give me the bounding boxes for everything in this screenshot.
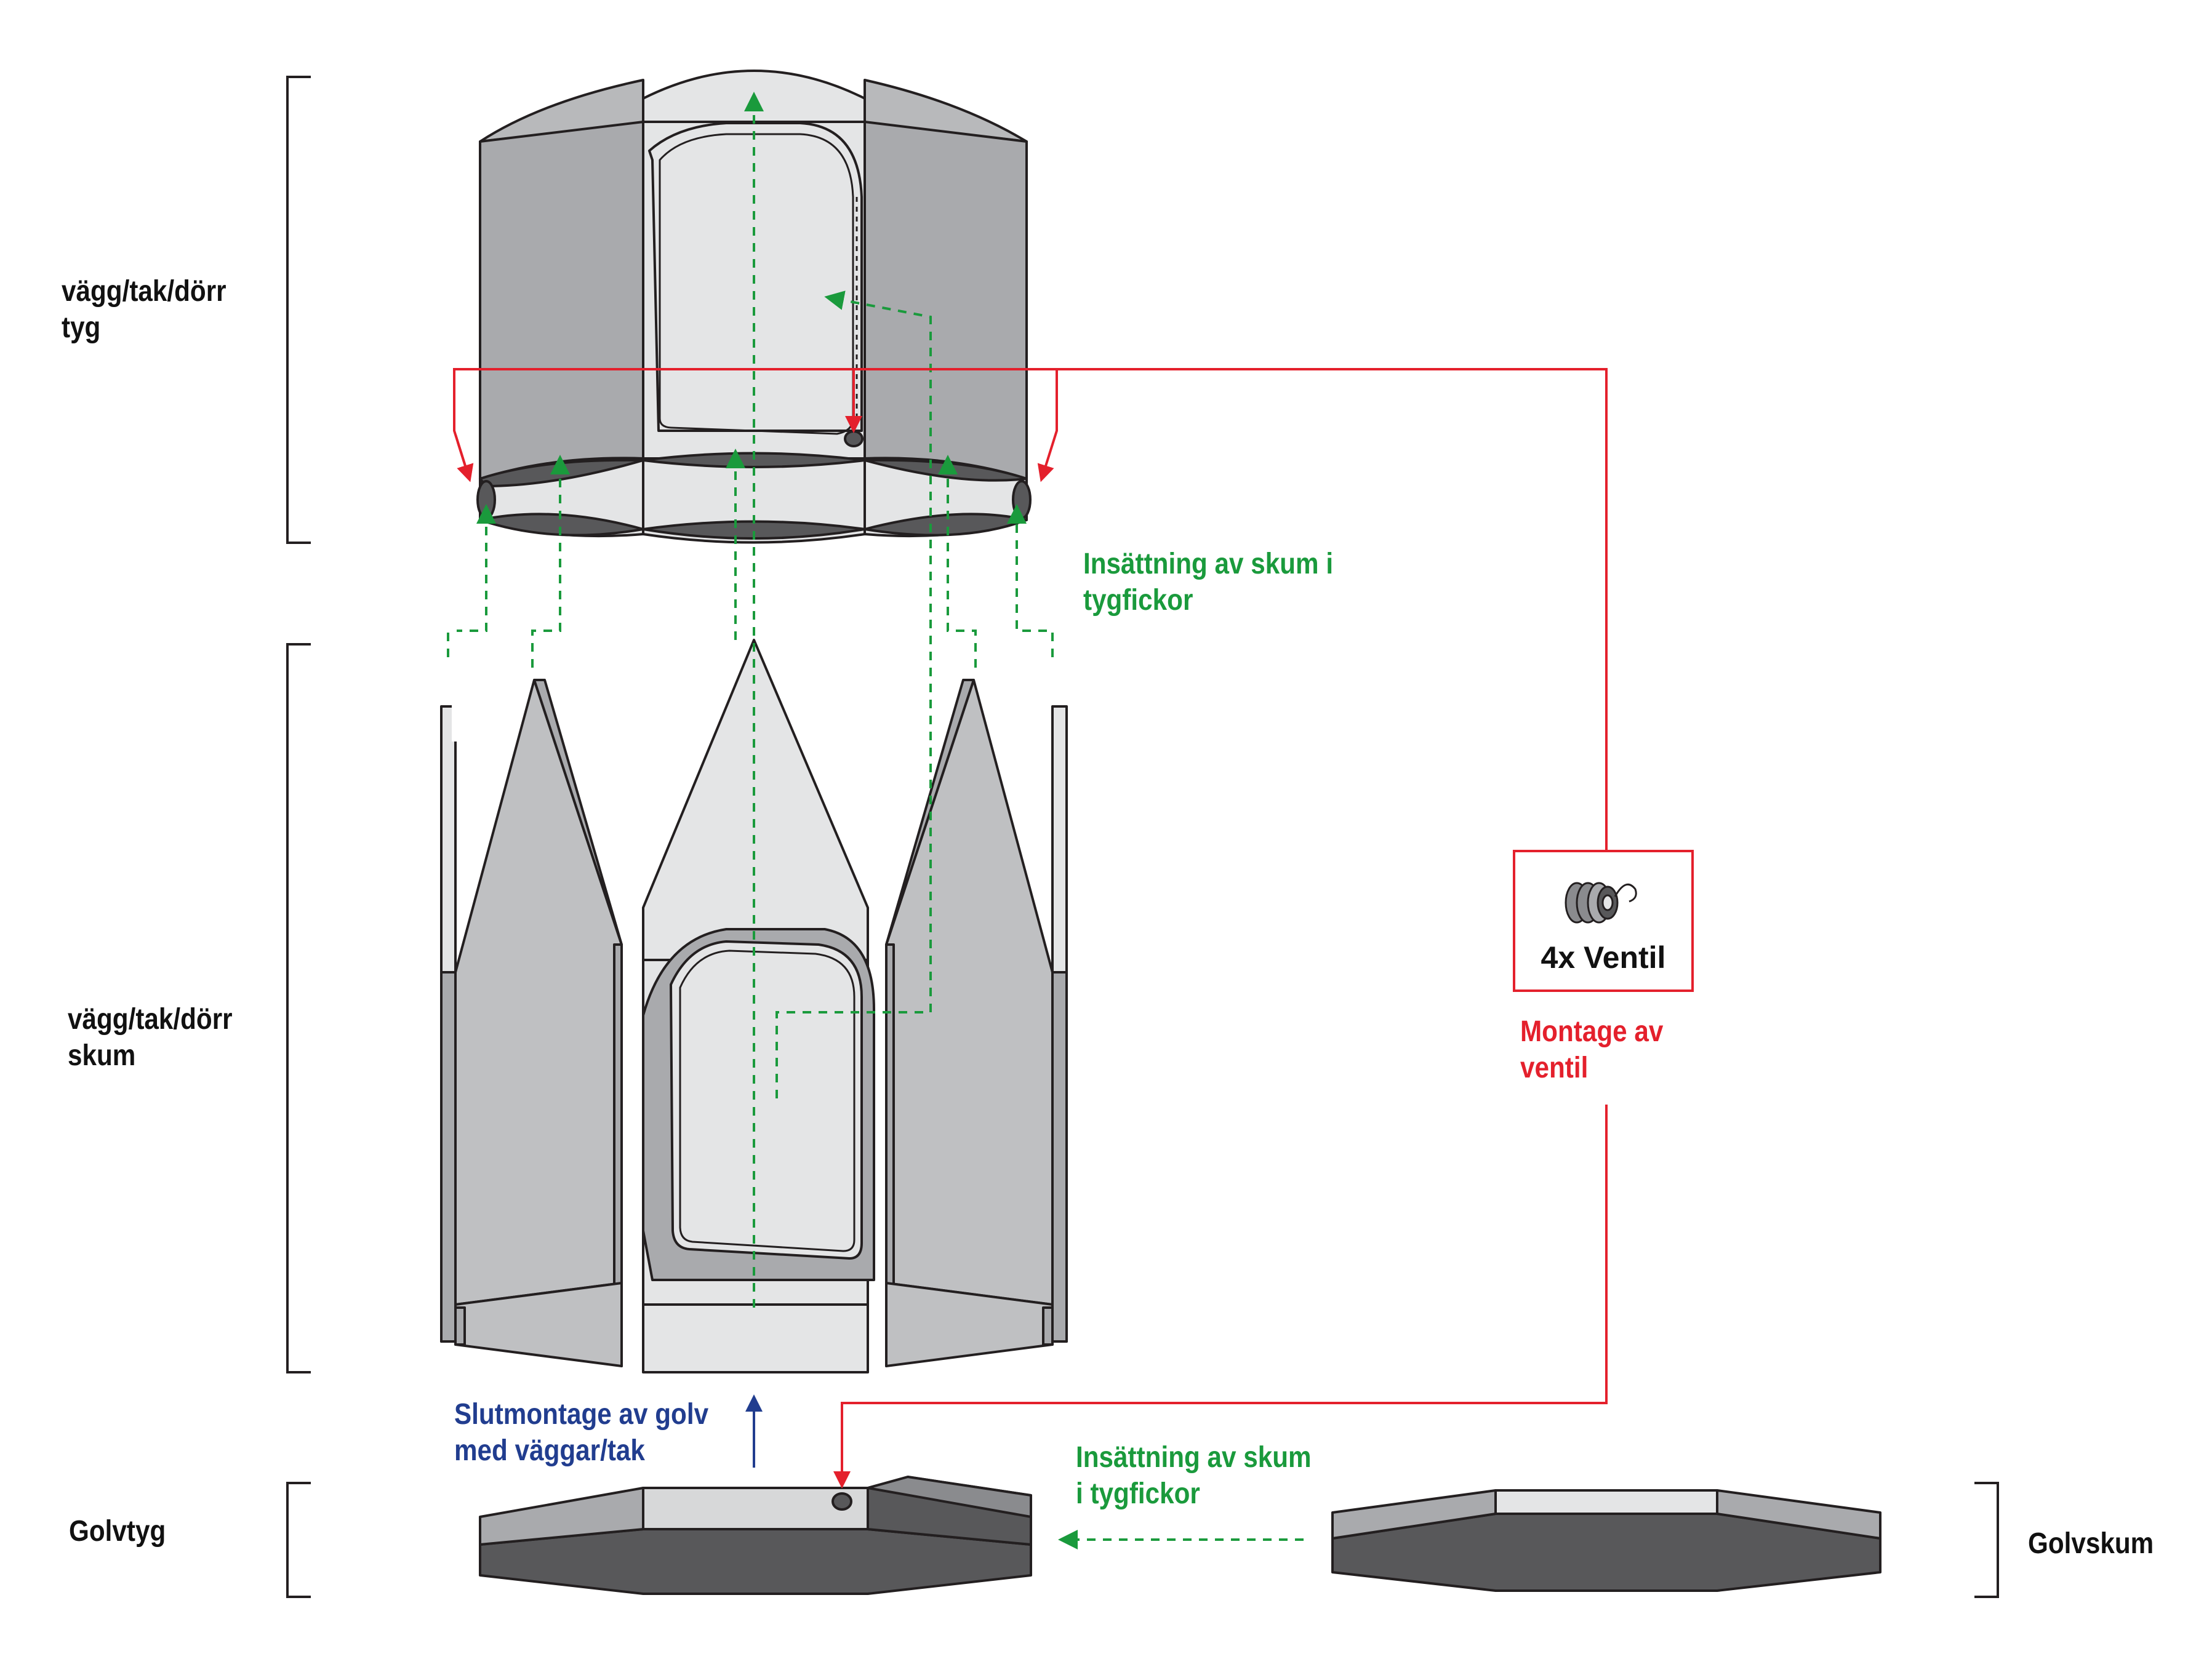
valve-box: 4x Ventil [1513,850,1694,992]
label-foam-walls: vägg/tak/dörr skum [68,1003,233,1072]
label-insert-foam-bottom: Insättning av skum i tygfickor [1076,1441,1312,1510]
insert-arrow-right [938,455,977,668]
tent-valve-dot [844,430,864,447]
bracket-floor-fabric [286,1482,311,1598]
bracket-floor-foam [1974,1482,1999,1598]
bracket-foam-walls [286,643,311,1373]
tent-wall-left [479,121,644,480]
floor-foam [1331,1489,1881,1592]
foam-walls [440,639,1068,1373]
foam-panel-left [454,679,623,1306]
tent-pocket-end-right [1012,480,1032,519]
valve-line-bottom [833,1105,1608,1489]
tent-pocket-bottom-right [864,513,1028,537]
foam-door-window [670,940,863,1260]
brackets [286,76,1999,1598]
foam-door-base [642,1303,869,1373]
tent-door-window [648,122,863,432]
tent-wall-right [864,121,1028,480]
foam-insertion-arrows [447,92,1304,1549]
label-floor-fabric: Golvtyg [69,1515,166,1548]
insert-arrow-door-window [775,290,932,1098]
label-insert-foam-top: Insättning av skum i tygfickor [1083,548,1334,617]
floor-valve-dot [832,1492,852,1511]
valve-icon [1565,882,1637,924]
foam-panel-door [642,639,869,961]
label-final-assembly: Slutmontage av golv med väggar/tak [454,1398,709,1467]
label-floor-foam: Golvskum [2028,1527,2154,1560]
valve-count-label: 4x Ventil [1541,940,1666,975]
label-fabric-walls: vägg/tak/dörr tyg [62,275,226,344]
label-valve-mounting: Montage av ventil [1520,1015,1664,1084]
foam-panel-right [885,679,1054,1306]
insert-arrow-left [531,455,570,668]
valve-arrow-right [1037,369,1058,482]
mask [452,372,457,742]
bracket-fabric-walls [286,76,311,544]
tent-pocket-end-left [476,480,496,519]
insert-arrow-far-right [1007,504,1054,657]
floor-fabric-bottom [479,1528,1032,1595]
floor-fabric [479,1476,1032,1595]
tent-door-window-inner [659,133,854,435]
